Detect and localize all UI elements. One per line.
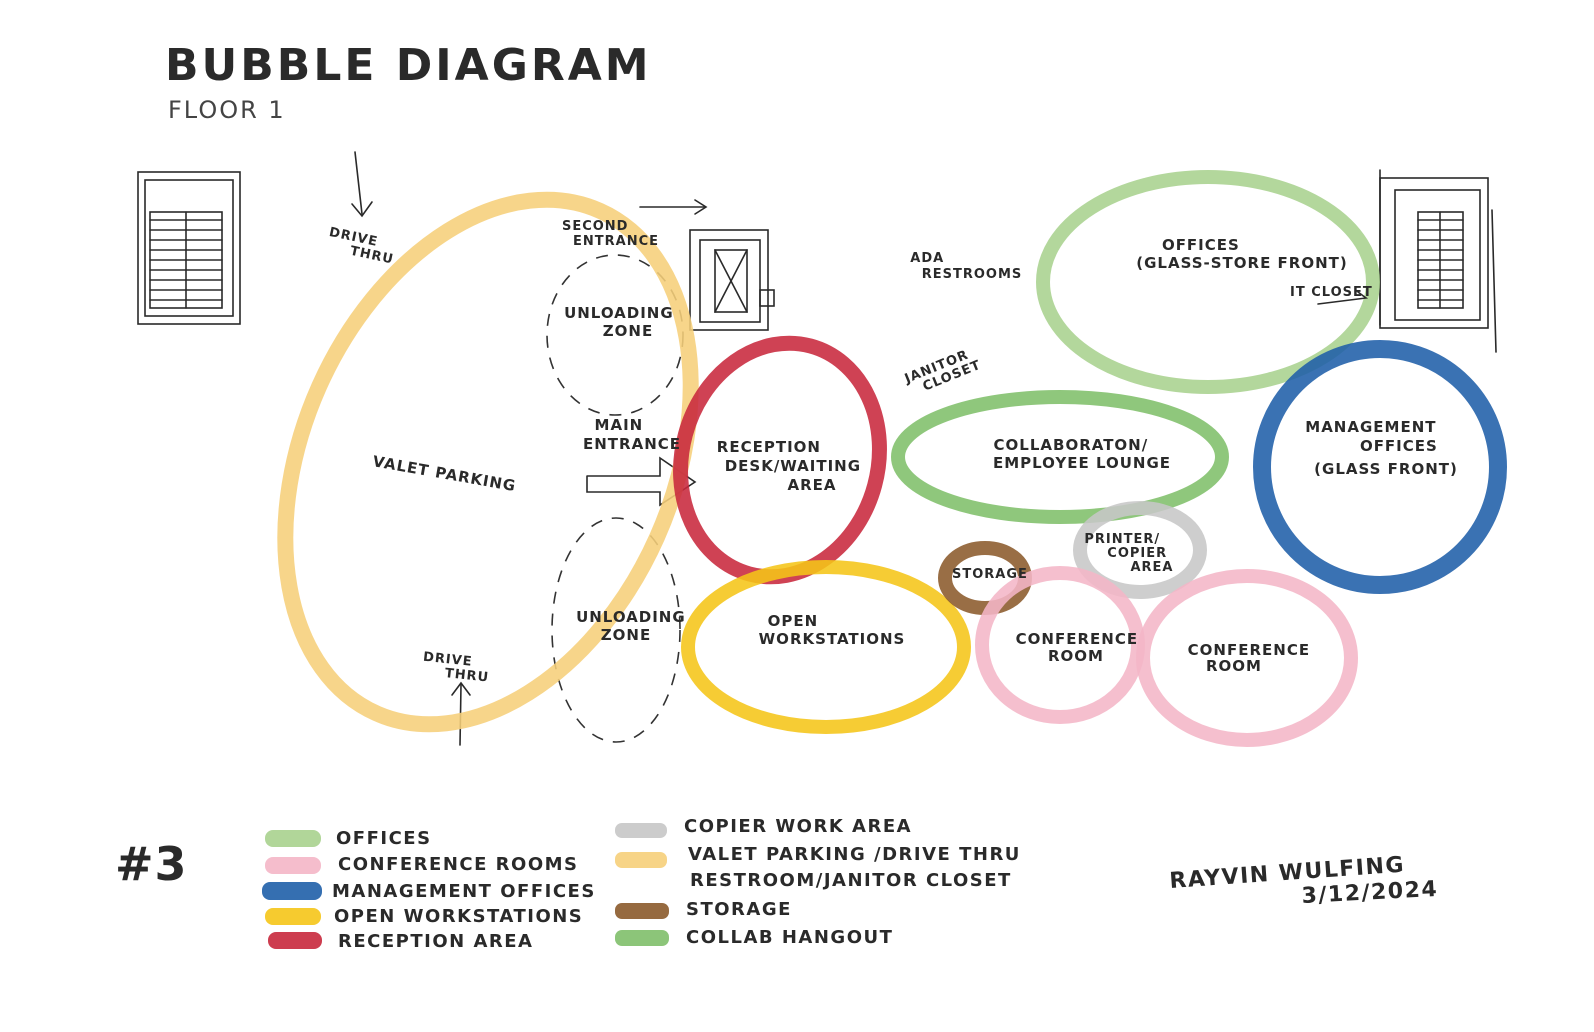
legend-label: OFFICES	[336, 828, 432, 849]
conference-room-1-label: CONFERENCE ROOM	[1016, 630, 1145, 665]
legend-swatch	[615, 930, 669, 946]
printer-copier-label: PRINTER/ COPIER AREA	[1084, 532, 1173, 575]
offices-label: OFFICES (GLASS-STORE FRONT)	[1136, 236, 1348, 272]
legend-label: COLLAB HANGOUT	[686, 927, 893, 948]
drive-thru-bottom-label: DRIVE THRU	[421, 650, 491, 686]
legend-label: OPEN WORKSTATIONS	[334, 906, 583, 927]
offices-bubble	[1036, 170, 1380, 394]
diagram-title: BUBBLE DIAGRAM	[165, 40, 652, 91]
legend-label: CONFERENCE ROOMS	[338, 854, 579, 875]
legend-label: RECEPTION AREA	[338, 931, 533, 952]
legend-item: COLLAB HANGOUT	[615, 927, 893, 948]
sheet-number: #3	[115, 837, 188, 891]
diagram-subtitle: FLOOR 1	[168, 96, 286, 124]
collab-label: COLLABORATON/ EMPLOYEE LOUNGE	[993, 436, 1171, 472]
stair-left-sketch	[137, 171, 241, 325]
valet-parking-bubble	[277, 191, 699, 733]
legend-swatch	[265, 830, 321, 847]
open-workstations-bubble	[681, 560, 971, 734]
drive-thru-top-arrow	[351, 151, 373, 218]
legend-swatch	[268, 932, 322, 949]
legend-swatch	[262, 882, 322, 900]
unloading-zone-bottom-label: UNLOADING ZONE	[576, 608, 692, 644]
second-entrance-arrow	[639, 199, 708, 215]
conference-room-2-bubble	[1136, 569, 1358, 747]
legend-label: MANAGEMENT OFFICES	[332, 881, 596, 902]
legend: OFFICES CONFERENCE ROOMS MANAGEMENT OFFI…	[262, 816, 1021, 952]
reception-label: RECEPTION DESK/WAITING AREA	[717, 438, 867, 494]
legend-swatch	[615, 852, 667, 868]
legend-label: COPIER WORK AREA	[684, 816, 912, 837]
legend-label: RESTROOM/JANITOR CLOSET	[690, 870, 1012, 891]
storage-label: STORAGE	[952, 567, 1028, 582]
it-closet-arrow	[1317, 291, 1369, 305]
legend-item: RESTROOM/JANITOR CLOSET	[690, 870, 1012, 891]
legend-swatch	[265, 857, 321, 874]
legend-left: OFFICES CONFERENCE ROOMS MANAGEMENT OFFI…	[262, 828, 596, 952]
main-entrance-label: MAIN ENTRANCE	[583, 416, 681, 453]
unloading-zone-bottom-outline	[551, 517, 681, 743]
conference-room-2-label: CONFERENCE ROOM	[1188, 641, 1317, 675]
stair-right-sketch	[1379, 169, 1497, 353]
legend-item: VALET PARKING /DRIVE THRU	[615, 844, 1021, 868]
open-workstations-label: OPEN WORKSTATIONS	[759, 612, 906, 648]
legend-item: RECEPTION AREA	[268, 931, 533, 952]
legend-swatch	[615, 903, 669, 919]
legend-item: COPIER WORK AREA	[615, 816, 912, 838]
ada-restrooms-label: ADA RESTROOMS	[910, 251, 1022, 282]
legend-label: VALET PARKING /DRIVE THRU	[688, 844, 1021, 865]
unloading-zone-top-label: UNLOADING ZONE	[564, 304, 680, 340]
valet-parking-label: VALET PARKING	[371, 452, 517, 495]
second-entrance-label: SECOND ENTRANCE	[562, 219, 659, 249]
legend-right: COPIER WORK AREA VALET PARKING /DRIVE TH…	[615, 816, 1021, 948]
legend-swatch	[615, 823, 667, 838]
legend-item: OPEN WORKSTATIONS	[265, 906, 583, 927]
elevator-sketch	[689, 229, 775, 331]
management-label: MANAGEMENT OFFICES (GLASS FRONT)	[1305, 418, 1458, 478]
printer-copier-bubble	[1073, 501, 1207, 599]
legend-item: OFFICES	[265, 828, 432, 849]
legend-swatch	[265, 908, 321, 925]
legend-label: STORAGE	[686, 899, 792, 920]
management-bubble	[1253, 340, 1507, 594]
legend-item: CONFERENCE ROOMS	[265, 854, 579, 875]
it-closet-label: IT CLOSET	[1290, 285, 1373, 300]
collab-bubble	[891, 390, 1229, 524]
janitor-closet-label: JANITOR CLOSET	[902, 345, 984, 400]
drive-thru-top-label: DRIVE THRU	[325, 225, 398, 268]
legend-item: STORAGE	[615, 899, 792, 920]
legend-item: MANAGEMENT OFFICES	[262, 881, 596, 902]
